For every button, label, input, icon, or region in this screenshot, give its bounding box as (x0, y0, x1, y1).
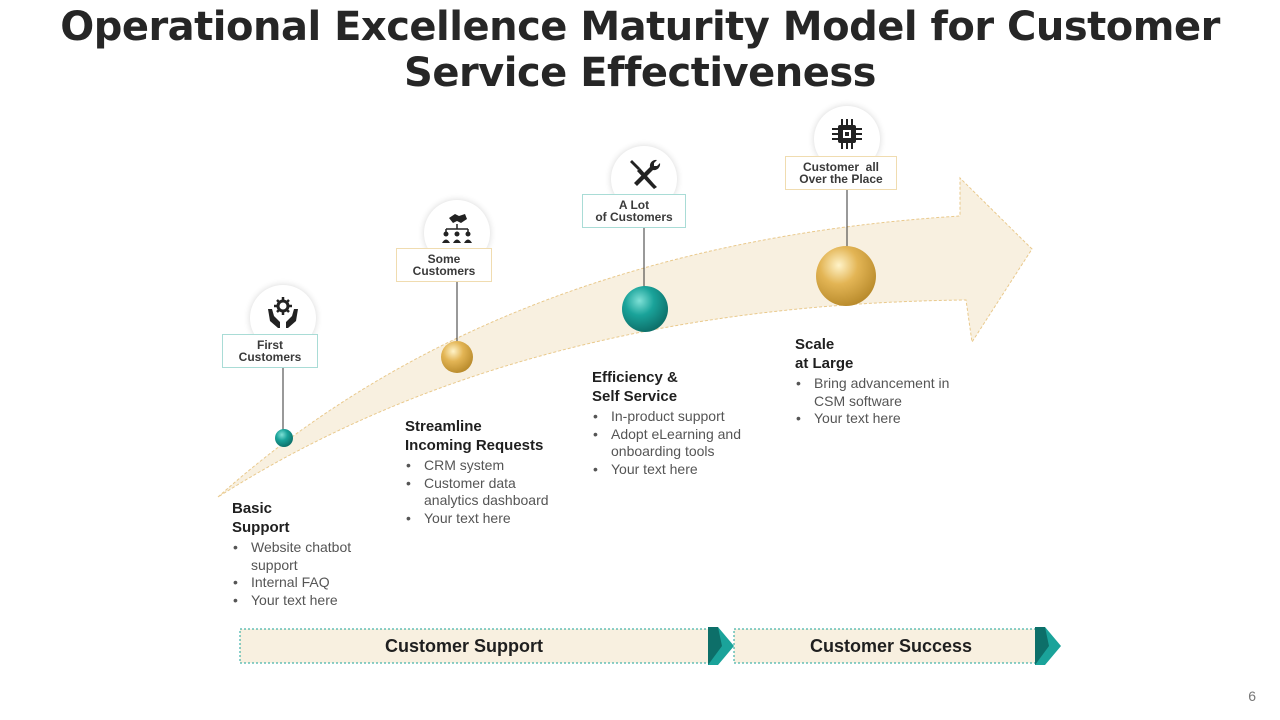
stage-heading-line1: Streamline (405, 418, 482, 435)
milestone-ball-2 (441, 341, 473, 373)
stage-bullet-list: CRM system Customer data analytics dashb… (405, 457, 575, 527)
customer-support-chevron-shade (708, 627, 722, 665)
stage-bullet: CRM system (405, 457, 575, 475)
stage-bullet: Internal FAQ (232, 574, 392, 592)
stage-heading-line2: Incoming Requests (405, 437, 544, 454)
stage-bullet: Bring advancement in CSM software (795, 375, 954, 410)
stage-heading-line1: Efficiency & (592, 369, 678, 386)
customer-support-bar (239, 628, 711, 664)
customer-success-bar (733, 628, 1037, 664)
customer-success-label: Customer Success (809, 636, 973, 656)
stage-scale: Scale at Large Bring advancement in CSM … (795, 335, 965, 428)
stage-bullet-list: Website chatbot support Internal FAQ You… (232, 539, 392, 609)
stage-bullet: Your text here (405, 510, 575, 528)
milestone-label-3-line1: A Lot (618, 198, 650, 212)
stage-bullet: Website chatbot support (232, 539, 381, 574)
tools-icon (630, 159, 661, 189)
milestone-label-1: First Customers (222, 334, 318, 368)
stage-heading-line2: Self Service (592, 388, 678, 405)
stage-bullet: Adopt eLearning and onboarding tools (592, 426, 751, 461)
stage-heading-line2: at Large (795, 355, 854, 372)
milestone-label-4: Customer all Over the Place (785, 156, 897, 190)
page-title-line2: Service Effectiveness (404, 50, 876, 96)
stage-streamline: Streamline Incoming Requests CRM system … (405, 417, 575, 527)
stage-heading: Basic Support (232, 499, 392, 537)
page-title-line1: Operational Excellence Maturity Model fo… (60, 4, 1220, 50)
stage-heading: Efficiency & Self Service (592, 368, 762, 406)
handshake-team-icon (442, 214, 472, 243)
milestone-label-2-line1: Some (427, 252, 461, 266)
milestone-label-2: Some Customers (396, 248, 492, 282)
milestone-label-1-line1: First (256, 338, 283, 352)
stage-heading-line1: Basic (232, 500, 273, 517)
milestone-ball-3 (622, 286, 668, 332)
customer-support-label: Customer Support (384, 636, 543, 656)
milestone-ball-4 (816, 246, 876, 306)
milestone-label-4-line1: Customer all (802, 160, 880, 174)
stage-heading: Streamline Incoming Requests (405, 417, 575, 455)
stage-bullet-list: Bring advancement in CSM software Your t… (795, 375, 965, 428)
stage-bullet: In-product support (592, 408, 762, 426)
milestone-label-4-line2: Over the Place (799, 172, 883, 186)
page-title: Operational Excellence Maturity Model fo… (0, 4, 1280, 96)
stage-bullet: Your text here (795, 410, 965, 428)
stage-bullet: Customer data analytics dashboard (405, 475, 564, 510)
stage-basic-support: Basic Support Website chatbot support In… (232, 499, 392, 609)
gear-in-hands-icon (268, 297, 298, 328)
milestone-label-3: A Lot of Customers (582, 194, 686, 228)
milestone-label-2-line2: Customers (412, 264, 476, 278)
milestone-label-3-line2: of Customers (595, 210, 673, 224)
stage-bullet-list: In-product support Adopt eLearning and o… (592, 408, 762, 478)
stage-heading-line1: Scale (795, 336, 835, 353)
stage-efficiency: Efficiency & Self Service In-product sup… (592, 368, 762, 478)
stage-heading-line2: Support (232, 519, 290, 536)
stage-bullet: Your text here (592, 461, 762, 479)
milestone-ball-1 (275, 429, 293, 447)
milestone-label-1-line2: Customers (238, 350, 302, 364)
stage-bullet: Your text here (232, 592, 392, 610)
chip-icon (832, 119, 862, 149)
page-number: 6 (1248, 688, 1256, 704)
customer-success-chevron-shade (1035, 627, 1049, 665)
stage-heading: Scale at Large (795, 335, 965, 373)
